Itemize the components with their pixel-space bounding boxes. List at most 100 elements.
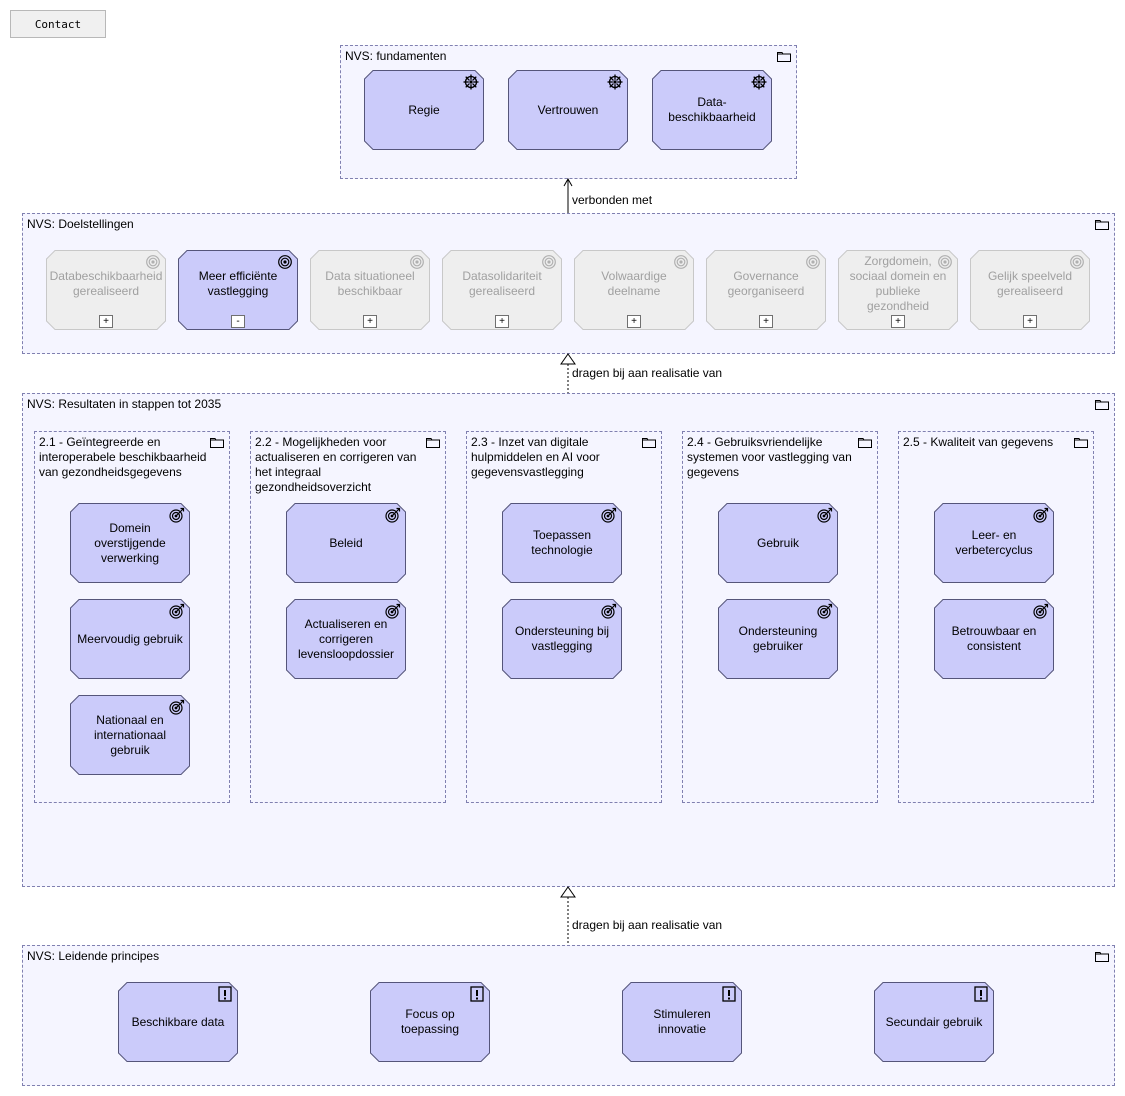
- expand-toggle[interactable]: +: [759, 315, 773, 328]
- element-label: Betrouwbaar en consistent: [951, 624, 1037, 653]
- element-shape: [178, 250, 298, 330]
- goal-icon: [278, 255, 292, 269]
- folder-icon: [1074, 438, 1088, 448]
- realization-arrowhead: [560, 886, 576, 898]
- goal-element[interactable]: Datasolidariteit gerealiseerd+: [442, 250, 562, 330]
- goal-element[interactable]: Volwaardige deelname+: [574, 250, 694, 330]
- goal-icon: [1070, 255, 1084, 269]
- connection-arrowhead: [563, 177, 573, 187]
- expand-toggle[interactable]: +: [99, 315, 113, 328]
- goal-icon: [674, 255, 688, 269]
- element-label: Vertrouwen: [537, 102, 599, 117]
- folder-icon: [210, 438, 224, 448]
- collapse-toggle[interactable]: -: [231, 315, 245, 328]
- group-title: NVS: Resultaten in stappen tot 2035: [27, 397, 222, 411]
- element-label: Focus op toepassing: [400, 1007, 460, 1036]
- driver-element[interactable]: Vertrouwen: [508, 70, 628, 150]
- goal-element[interactable]: Meer efficiënte vastlegging-: [178, 250, 298, 330]
- group-doelstellingen[interactable]: NVS: Doelstellingen Databeschikbaarheid …: [22, 213, 1115, 354]
- element-shape: [934, 599, 1054, 679]
- element-shape: [70, 599, 190, 679]
- goal-icon: [146, 255, 160, 269]
- subgroup-title: 2.5 - Kwaliteit van gegevens: [903, 435, 1054, 449]
- group-title: NVS: Doelstellingen: [27, 217, 134, 231]
- goal-element[interactable]: Governance georganiseerd+: [706, 250, 826, 330]
- expand-toggle[interactable]: +: [627, 315, 641, 328]
- element-shape: [502, 599, 622, 679]
- outcome-element[interactable]: Ondersteuning bij vastlegging: [502, 599, 622, 679]
- element-shape: [46, 250, 166, 330]
- group-resultaten[interactable]: NVS: Resultaten in stappen tot 2035 2.1 …: [22, 393, 1115, 887]
- outcome-icon: [817, 603, 833, 619]
- element-shape: [286, 599, 406, 679]
- element-label: Data- beschikbaarheid: [668, 95, 756, 124]
- element-shape: [574, 250, 694, 330]
- outcome-element[interactable]: Domein overstijgende verwerking: [70, 503, 190, 583]
- connection-label-verbonden-met: verbonden met: [572, 193, 653, 207]
- subgroup-title: 2.3 - Inzet van digitale hulpmiddelen en…: [471, 435, 600, 479]
- principle-element[interactable]: Beschikbare data: [118, 982, 238, 1062]
- element-label: Gelijk speelveld gerealiseerd: [987, 269, 1073, 298]
- outcome-element[interactable]: Meervoudig gebruik: [70, 599, 190, 679]
- goal-element[interactable]: Data situationeel beschikbaar +: [310, 250, 430, 330]
- expand-toggle[interactable]: +: [1023, 315, 1037, 328]
- element-label: Beleid: [329, 535, 363, 550]
- folder-icon: [1095, 952, 1109, 962]
- principle-element[interactable]: Secundair gebruik: [874, 982, 994, 1062]
- element-label: Gebruik: [756, 535, 800, 550]
- outcome-element[interactable]: Toepassen technologie: [502, 503, 622, 583]
- goal-icon: [806, 255, 820, 269]
- contact-button[interactable]: Contact: [10, 10, 106, 38]
- outcome-icon: [1033, 507, 1049, 523]
- subgroup-3[interactable]: 2.3 - Inzet van digitale hulpmiddelen en…: [466, 431, 662, 803]
- outcome-element[interactable]: Betrouwbaar en consistent: [934, 599, 1054, 679]
- expand-toggle[interactable]: +: [891, 315, 905, 328]
- subgroup-1[interactable]: 2.1 - Geïntegreerde en interoperabele be…: [34, 431, 230, 803]
- outcome-element[interactable]: Actualiseren en corrigeren levensloopdos…: [286, 599, 406, 679]
- goal-element[interactable]: Gelijk speelveld gerealiseerd +: [970, 250, 1090, 330]
- outcome-icon: [169, 699, 185, 715]
- element-label: Ondersteuning bij vastlegging: [514, 624, 610, 653]
- goal-element[interactable]: Zorgdomein, sociaal domein en publieke g…: [838, 250, 958, 330]
- principle-icon: [470, 986, 484, 1002]
- subgroup-title: 2.4 - Gebruiksvriendelijke systemen voor…: [687, 435, 852, 479]
- element-shape: [652, 70, 772, 150]
- expand-toggle[interactable]: +: [495, 315, 509, 328]
- driver-element[interactable]: Regie: [364, 70, 484, 150]
- subgroup-2[interactable]: 2.2 - Mogelijkheden voor actualiseren en…: [250, 431, 446, 803]
- outcome-element[interactable]: Beleid: [286, 503, 406, 583]
- outcome-element[interactable]: Gebruik: [718, 503, 838, 583]
- principle-icon: [722, 986, 736, 1002]
- outcome-element[interactable]: Nationaal en internationaal gebruik: [70, 695, 190, 775]
- expand-toggle[interactable]: +: [363, 315, 377, 328]
- element-shape: [508, 70, 628, 150]
- folder-icon: [777, 52, 791, 62]
- driver-element[interactable]: Data- beschikbaarheid: [652, 70, 772, 150]
- element-label: Databeschikbaarheid gerealiseerd: [49, 269, 163, 298]
- element-label: Stimuleren innovatie: [653, 1007, 711, 1036]
- element-label: Domein overstijgende verwerking: [94, 520, 166, 565]
- principle-element[interactable]: Focus op toepassing: [370, 982, 490, 1062]
- element-shape: [970, 250, 1090, 330]
- group-leidende-principes[interactable]: NVS: Leidende principes Beschikbare data…: [22, 945, 1115, 1086]
- element-shape: [70, 695, 190, 775]
- element-label: Leer- en verbetercyclus: [955, 528, 1033, 557]
- element-shape: [706, 250, 826, 330]
- outcome-element[interactable]: Ondersteuning gebruiker: [718, 599, 838, 679]
- goal-element[interactable]: Databeschikbaarheid gerealiseerd +: [46, 250, 166, 330]
- principle-icon: [974, 986, 988, 1002]
- outcome-element[interactable]: Leer- en verbetercyclus: [934, 503, 1054, 583]
- goal-icon: [410, 255, 424, 269]
- driver-icon: [751, 74, 767, 90]
- subgroup-title: 2.1 - Geïntegreerde en interoperabele be…: [39, 435, 207, 479]
- element-label: Data situationeel beschikbaar: [325, 269, 415, 298]
- folder-icon: [1095, 400, 1109, 410]
- principle-element[interactable]: Stimuleren innovatie: [622, 982, 742, 1062]
- element-label: Toepassen technologie: [531, 528, 593, 557]
- subgroup-4[interactable]: 2.4 - Gebruiksvriendelijke systemen voor…: [682, 431, 878, 803]
- element-shape: [874, 982, 994, 1062]
- outcome-icon: [169, 603, 185, 619]
